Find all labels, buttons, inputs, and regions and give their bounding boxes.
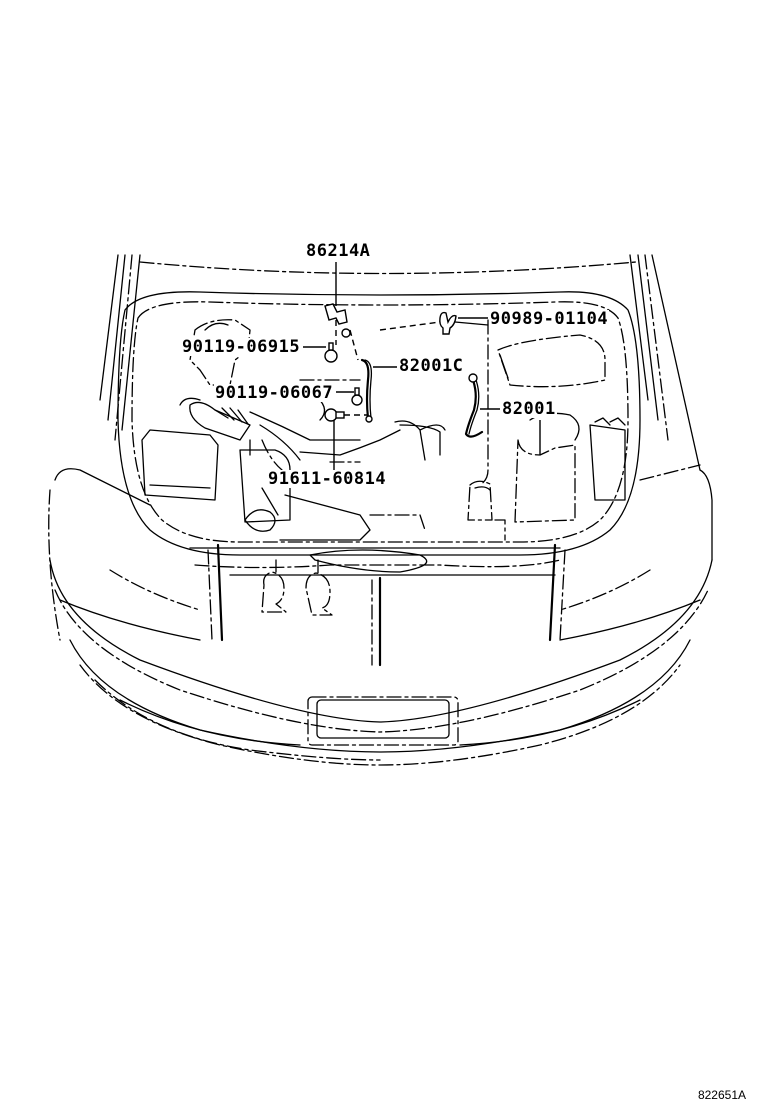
callout-90989-01104: 90989-01104 [489,309,610,329]
battery-area [454,319,626,541]
part-90989-01104-clamp [439,311,457,335]
hood-outline [99,254,701,471]
callout-91611-60814: 91611-60814 [267,469,388,489]
figure-id: 822651A [697,1088,746,1102]
part-91611-60814-bolt [324,408,368,422]
radiator-support [189,543,566,667]
callout-90119-06067: 90119-06067 [214,383,335,403]
part-82001C-strap [360,358,373,423]
callout-82001C: 82001C [398,356,465,376]
leader-lines [303,262,541,470]
callout-82001: 82001 [501,399,557,419]
part-82001-strap [464,373,484,438]
license-plate-recess [307,696,459,746]
part-90119-06067-bolt [351,387,363,406]
part-86214A-bracket [324,303,348,325]
callout-90119-06915: 90119-06915 [181,337,302,357]
callout-86214A: 86214A [305,241,372,261]
horns [261,559,333,616]
front-bumper [49,559,713,766]
part-90119-06915-bolt [324,328,351,363]
air-cleaner [141,397,251,501]
